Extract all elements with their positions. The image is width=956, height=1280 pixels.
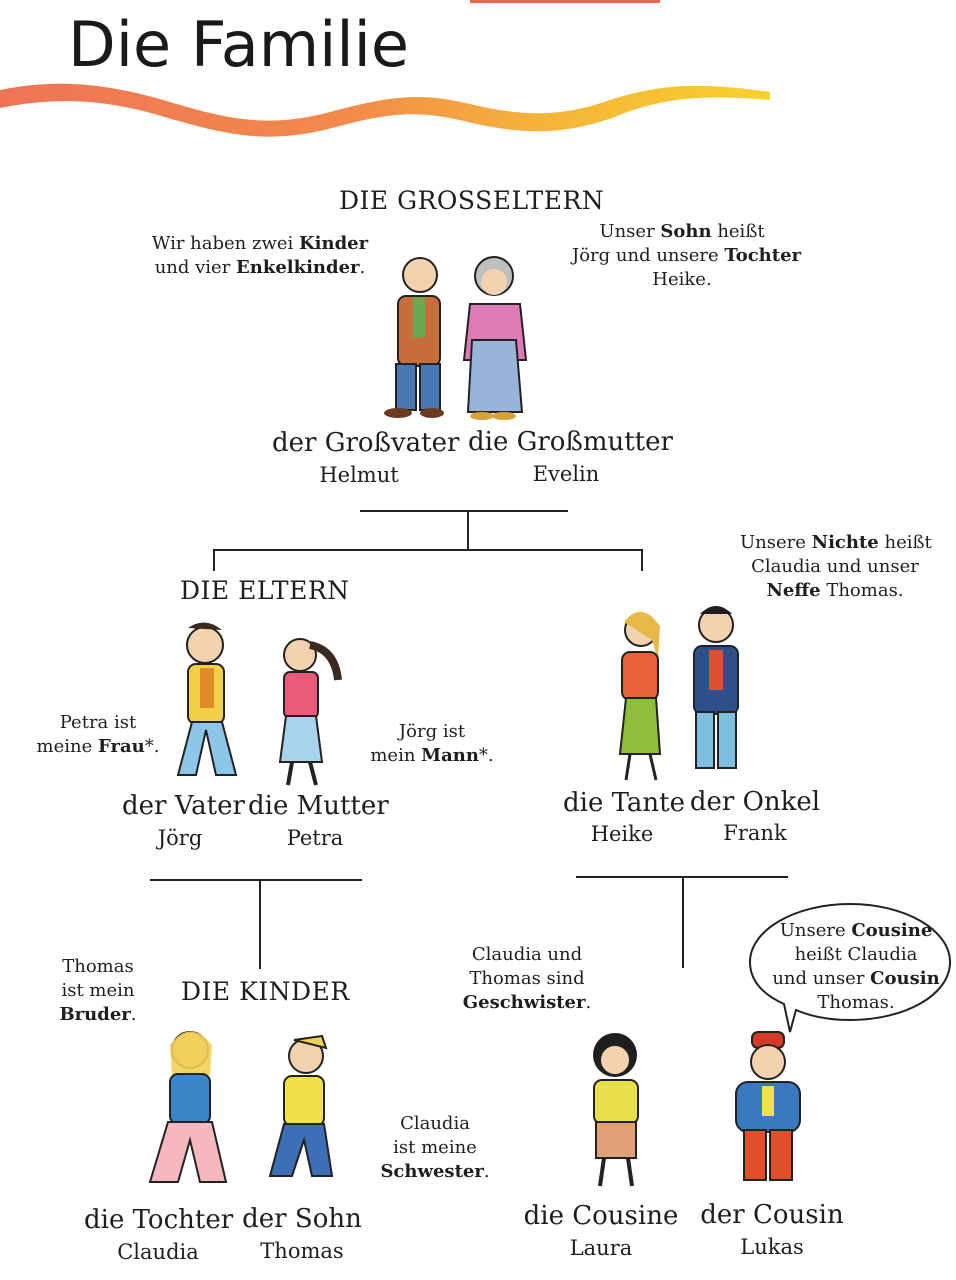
grandmother-name: Evelin	[532, 462, 600, 486]
father-role: der Vater	[122, 791, 245, 821]
section-children: DIE KINDER	[181, 977, 350, 1006]
note-daughter: Claudia ist meine Schwester.	[380, 1113, 490, 1182]
grandfather-role: der Großvater	[272, 428, 460, 458]
cousin-illustration	[735, 1031, 801, 1181]
son-illustration	[268, 1034, 334, 1177]
note-son: Thomas ist mein Bruder.	[59, 956, 137, 1025]
cousine-name: Laura	[569, 1236, 633, 1260]
section-grandparents: DIE GROSSELTERN	[339, 186, 605, 215]
father-name: Jörg	[157, 826, 203, 850]
page-title: Die Familie	[68, 8, 409, 81]
mother-illustration	[278, 638, 342, 786]
cousin-role: der Cousin	[700, 1200, 844, 1230]
daughter-role: die Tochter	[84, 1205, 234, 1235]
aunt-illustration	[618, 611, 662, 781]
note-grandfather: Wir haben zwei Kinder und vier Enkelkind…	[151, 233, 369, 278]
mother-role: die Mutter	[248, 791, 389, 821]
grandmother-illustration	[462, 256, 528, 420]
note-cousins: Unsere Cousine heißt Claudia und unser C…	[772, 920, 940, 1013]
note-siblings: Claudia und Thomas sind Geschwister.	[462, 944, 592, 1013]
grandfather-name: Helmut	[319, 463, 399, 487]
tree-line	[467, 510, 469, 550]
uncle-role: der Onkel	[689, 787, 821, 817]
tree-line	[259, 879, 261, 969]
tree-line	[213, 549, 643, 551]
section-parents: DIE ELTERN	[180, 576, 350, 605]
tree-line	[150, 879, 362, 881]
grandfather-illustration	[384, 257, 444, 418]
grandmother-role: die Großmutter	[468, 427, 673, 457]
cousine-role: die Cousine	[523, 1201, 679, 1231]
tree-line	[213, 549, 215, 571]
father-illustration	[176, 622, 238, 776]
aunt-role: die Tante	[563, 788, 686, 818]
speech-bubble	[748, 902, 952, 1033]
note-father: Petra ist meine Frau*.	[36, 712, 160, 757]
uncle-illustration	[693, 606, 739, 769]
aunt-name: Heike	[590, 822, 654, 846]
tree-line	[682, 876, 684, 968]
daughter-illustration	[148, 1031, 228, 1183]
decorative-wave-stripe	[0, 0, 770, 137]
cousine-illustration	[593, 1033, 639, 1187]
son-role: der Sohn	[242, 1204, 362, 1234]
tree-line	[641, 549, 643, 571]
tree-line	[360, 510, 568, 512]
note-uncle: Unsere Nichte heißt Claudia und unser Ne…	[740, 532, 932, 601]
son-name: Thomas	[260, 1239, 344, 1263]
mother-name: Petra	[286, 826, 344, 850]
cousin-name: Lukas	[740, 1235, 804, 1259]
daughter-name: Claudia	[117, 1240, 199, 1264]
note-mother: Jörg ist mein Mann*.	[370, 721, 494, 766]
uncle-name: Frank	[723, 821, 787, 845]
note-grandmother: Unser Sohn heißt Jörg und unsere Tochter…	[572, 221, 802, 290]
